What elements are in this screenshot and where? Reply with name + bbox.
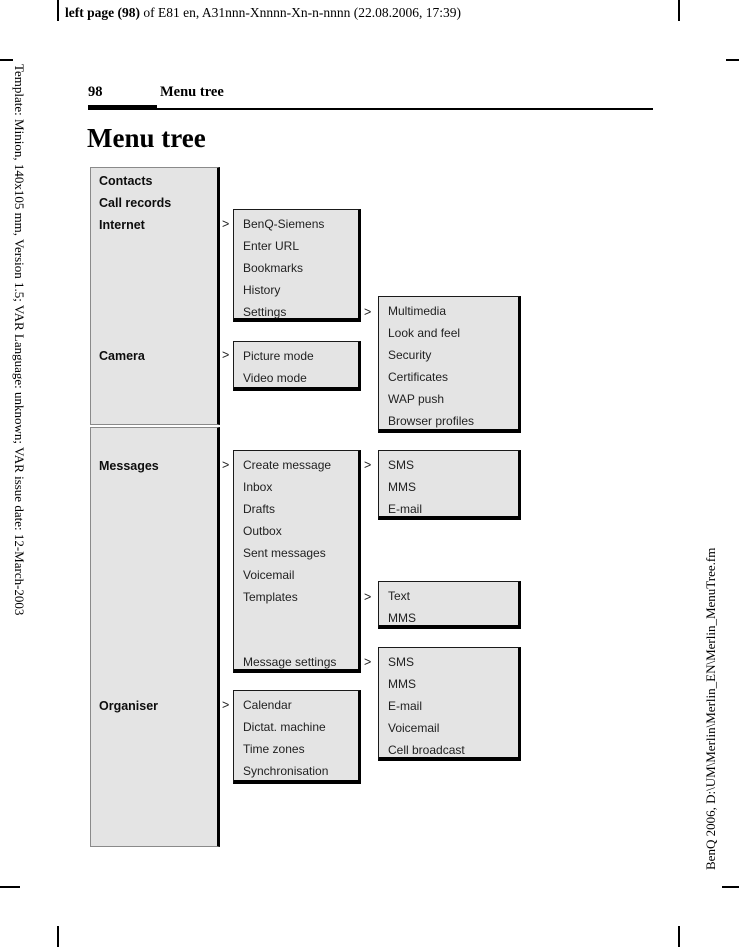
submenu-item: MMS [388,480,416,494]
submenu-item: Cell broadcast [388,743,465,757]
main-menu-box-lower: Messages Organiser [90,427,220,847]
submenu-templates: Text MMS [378,581,521,629]
submenu-item: Inbox [243,480,273,494]
submenu-item: Video mode [243,371,307,385]
crop-mark-bottom-left [57,926,59,947]
submenu-item: Outbox [243,524,282,538]
submenu-item: BenQ-Siemens [243,217,325,231]
top-slug-bold: left page (98) [65,5,140,20]
submenu-message-settings: SMS MMS E-mail Voicemail Cell broadcast [378,647,521,761]
menu-item-contacts: Contacts [99,174,153,188]
header-rule [88,108,653,110]
arrow-camera: > [222,348,230,362]
submenu-item: Calendar [243,698,292,712]
submenu-item: Voicemail [388,721,440,735]
menu-item-organiser: Organiser [99,699,159,713]
arrow-organiser: > [222,698,230,712]
submenu-item: Create message [243,458,332,472]
submenu-item: SMS [388,458,415,472]
submenu-item: Enter URL [243,239,300,253]
submenu-item: Time zones [243,742,305,756]
arrow-message-settings: > [364,655,372,669]
running-header-chapter: Menu tree [160,84,224,100]
submenu-organiser: Calendar Dictat. machine Time zones Sync… [233,690,361,784]
submenu-item: Settings [243,305,287,319]
crop-mark-top-right [678,0,680,21]
crop-mark-left-lower [0,886,20,888]
arrow-internet: > [222,217,230,231]
submenu-item: Synchronisation [243,764,329,778]
page-title: Menu tree [87,123,206,153]
submenu-item: Voicemail [243,568,295,582]
menu-item-call-records: Call records [99,196,172,210]
left-margin-note: Template: Minion, 140x105 mm, Version 1.… [12,64,27,616]
top-slug-rest: of E81 en, A31nnn-Xnnnn-Xn-n-nnnn (22.08… [139,5,461,20]
submenu-item: Browser profiles [388,414,475,428]
arrow-templates: > [364,590,372,604]
submenu-internet: BenQ-Siemens Enter URL Bookmarks History… [233,209,361,322]
submenu-item: Templates [243,590,298,604]
crop-mark-right-upper [726,59,739,61]
crop-mark-left-upper [0,59,13,61]
crop-mark-top-left [57,0,59,21]
submenu-create-message: SMS MMS E-mail [378,450,521,520]
menu-item-messages: Messages [99,459,159,473]
menu-item-camera: Camera [99,349,145,363]
submenu-item: Bookmarks [243,261,304,275]
submenu-item: Dictat. machine [243,720,326,734]
submenu-item: History [243,283,281,297]
arrow-create-message: > [364,458,372,472]
top-slug-line: left page (98) of E81 en, A31nnn-Xnnnn-X… [65,5,461,21]
submenu-internet-settings: Multimedia Look and feel Security Certif… [378,296,521,433]
submenu-item: Sent messages [243,546,326,560]
submenu-item: MMS [388,611,416,625]
submenu-item: E-mail [388,699,423,713]
submenu-camera: Picture mode Video mode [233,341,361,391]
submenu-item: E-mail [388,502,423,516]
submenu-messages: Create message Inbox Drafts Outbox Sent … [233,450,361,673]
submenu-item: WAP push [388,392,445,406]
submenu-item: Look and feel [388,326,461,340]
submenu-item: Picture mode [243,349,314,363]
submenu-item: SMS [388,655,415,669]
submenu-item: Security [388,348,432,362]
submenu-item: MMS [388,677,416,691]
right-margin-note: BenQ 2006, D:\UM\Merlin\Merlin_EN\Merlin… [703,547,718,870]
submenu-item: Text [388,589,411,603]
arrow-messages: > [222,458,230,472]
crop-mark-bottom-right [678,926,680,947]
arrow-internet-settings: > [364,305,372,319]
running-header-page-number: 98 [88,84,103,100]
header-rule-thick-segment [88,105,157,110]
crop-mark-right-lower [722,886,739,888]
menu-item-internet: Internet [99,218,145,232]
submenu-item: Certificates [388,370,449,384]
submenu-item: Multimedia [388,304,447,318]
main-menu-box-upper: Contacts Call records Internet Camera [90,167,220,425]
submenu-item: Message settings [243,655,337,669]
submenu-item: Drafts [243,502,276,516]
